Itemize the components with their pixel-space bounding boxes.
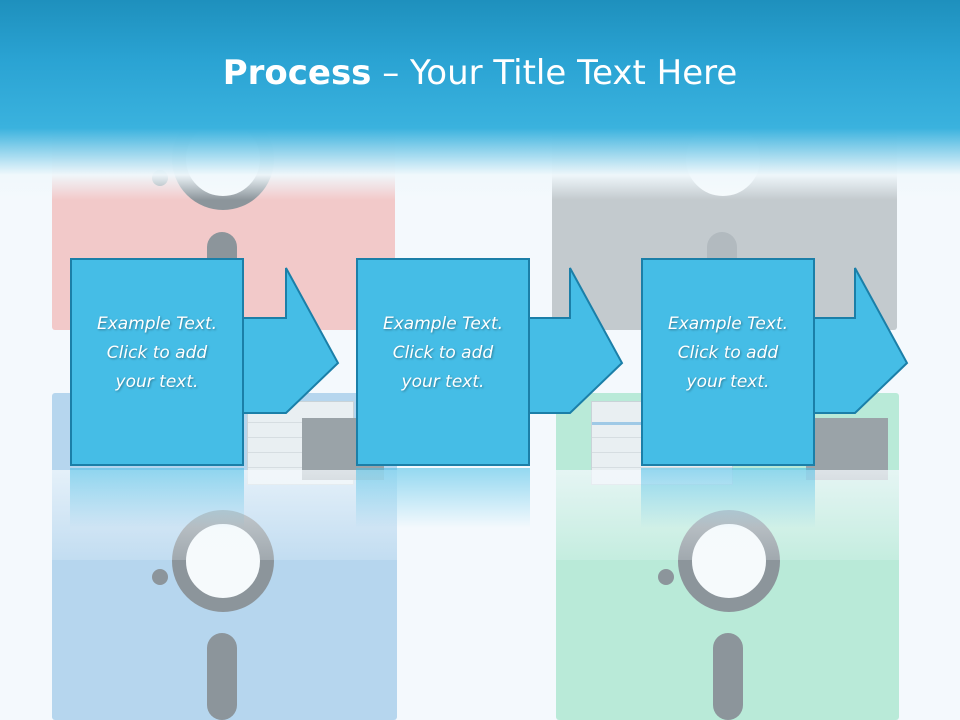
disk-index-dot — [658, 569, 674, 585]
step-line-2: Click to add — [106, 343, 208, 363]
step-text[interactable]: Example Text. Click to add your text. — [356, 310, 530, 397]
disk-shutter — [806, 418, 888, 480]
title-rest: – Your Title Text Here — [371, 53, 738, 93]
step-box[interactable] — [356, 258, 530, 466]
process-step-2[interactable]: Example Text. Click to add your text. — [356, 258, 703, 468]
process-step-1[interactable]: Example Text. Click to add your text. — [70, 258, 417, 468]
step-line-3: your text. — [401, 372, 485, 392]
step-line-1: Example Text. — [382, 314, 504, 334]
step-text[interactable]: Example Text. Click to add your text. — [641, 310, 815, 397]
step-line-1: Example Text. — [667, 314, 789, 334]
step-box[interactable] — [70, 258, 244, 466]
disk-slot — [207, 633, 237, 720]
title-banner: Process – Your Title Text Here — [0, 0, 960, 200]
title-bold: Process — [222, 53, 372, 93]
step-line-3: your text. — [115, 372, 199, 392]
disk-slot — [713, 633, 743, 720]
step-reflection — [70, 468, 244, 528]
step-reflection — [641, 468, 815, 528]
step-text[interactable]: Example Text. Click to add your text. — [70, 310, 244, 397]
step-line-2: Click to add — [392, 343, 494, 363]
step-reflection — [356, 468, 530, 528]
disk-index-dot — [152, 569, 168, 585]
step-line-3: your text. — [686, 372, 770, 392]
step-line-2: Click to add — [677, 343, 779, 363]
slide-title[interactable]: Process – Your Title Text Here — [0, 50, 960, 96]
step-box[interactable] — [641, 258, 815, 466]
step-line-1: Example Text. — [96, 314, 218, 334]
process-step-3[interactable]: Example Text. Click to add your text. — [641, 258, 960, 468]
